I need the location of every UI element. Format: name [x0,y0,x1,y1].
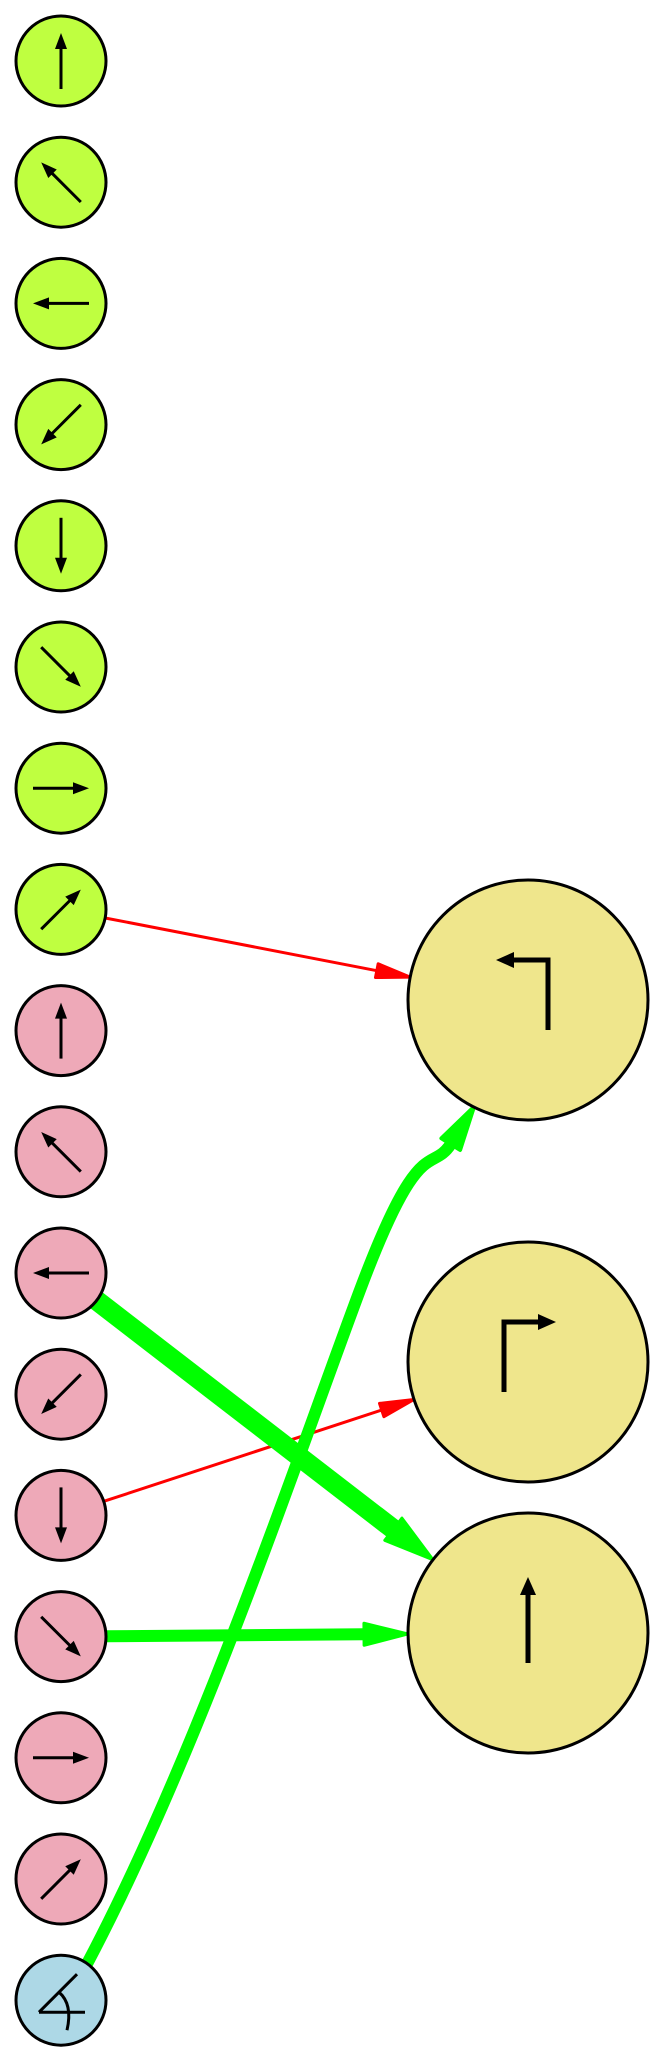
arrow-up-right-icon [40,889,81,931]
arrow-down-left-icon [41,403,82,445]
nodes-layer [14,14,650,2047]
node-g3 [14,378,108,472]
edge-arrowhead [373,962,412,980]
node-g1 [14,135,108,229]
node-p1 [14,1105,108,1199]
arrow-down-right-icon [40,646,81,687]
node-turn_left [406,878,650,1122]
edge-b0-to-turn_left [81,1104,476,1970]
arrow-down-left-icon [41,1373,82,1414]
straight-arrow-icon [520,1577,536,1663]
arrow-up-right-icon [40,1859,81,1900]
node-g0 [14,14,108,108]
node-g4 [14,499,108,593]
arrow-down-icon [55,1487,67,1544]
angle-arc-icon [37,1973,85,2031]
node-turn_right [406,1240,650,1484]
node-b0 [14,1953,108,2047]
node-g5 [14,620,108,714]
edge-p2-to-straight [90,1292,435,1562]
edge-arrowhead [383,1516,435,1562]
node-p5 [14,1590,108,1684]
node-g6 [14,741,108,835]
edge-p5-to-straight [105,1621,410,1647]
node-p2 [14,1226,108,1320]
arrow-up-left-icon [41,162,82,204]
edge-arrowhead [362,1621,410,1647]
node-g7 [14,862,108,956]
node-p6 [14,1711,108,1805]
arrow-up-left-icon [41,1132,82,1173]
arrow-up-icon [55,1002,67,1059]
arrow-down-icon [55,517,67,574]
node-straight [406,1511,650,1755]
arrow-right-icon [33,1751,89,1764]
node-p7 [14,1832,108,1926]
turn-right-arrow-icon [501,1314,556,1392]
node-g2 [14,256,108,350]
arrow-up-icon [55,33,67,89]
edge-p4-to-turn_right [103,1397,416,1503]
edges-layer [81,916,476,1970]
arrow-left-icon [33,1267,89,1279]
arrow-down-right-icon [40,1615,81,1657]
node-p0 [14,984,108,1078]
edge-g7-to-turn_left [104,916,412,980]
node-p4 [14,1468,108,1562]
turn-left-arrow-icon [496,952,551,1030]
edge-arrowhead [439,1104,476,1152]
node-p3 [14,1347,108,1441]
arrow-right-icon [33,782,89,795]
arrow-left-icon [33,297,89,310]
edge-arrowhead [378,1397,416,1419]
